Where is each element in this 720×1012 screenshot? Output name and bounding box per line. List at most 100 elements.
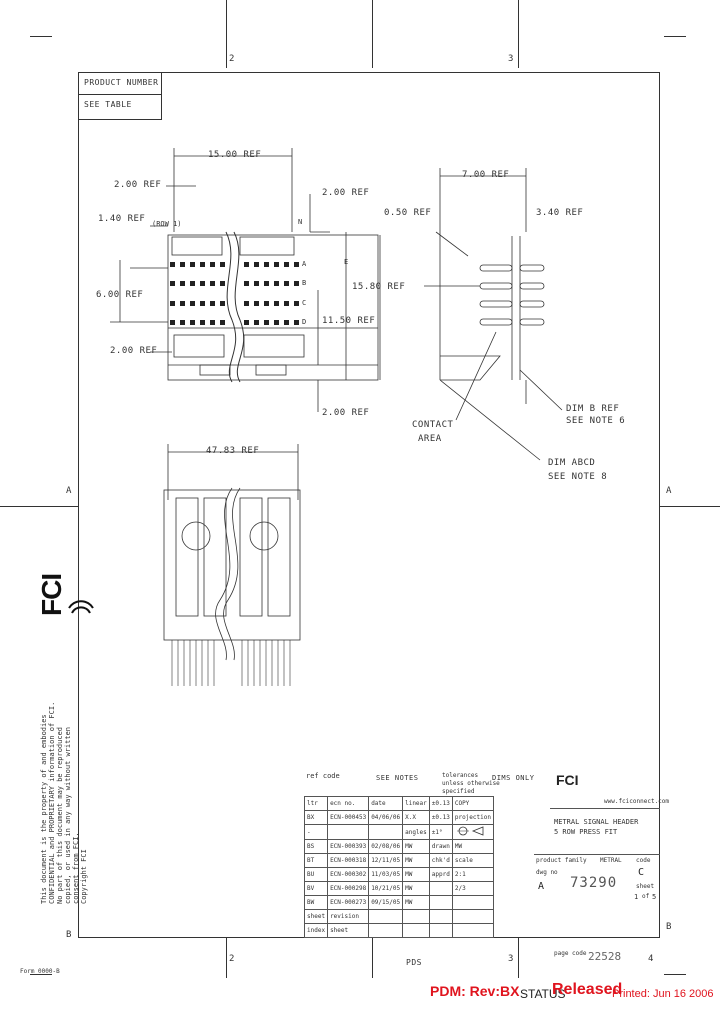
rev-ecn: ECN-000318 — [327, 853, 370, 868]
dim-text: 6.00 REF — [96, 290, 144, 300]
note-text: DIM ABCD — [548, 458, 596, 468]
grid-tick — [226, 938, 227, 978]
product-number-value: SEE TABLE — [84, 100, 132, 109]
grid-tick — [226, 0, 227, 68]
empty-cell — [451, 909, 494, 924]
grid-label-col-3: 3 — [508, 54, 514, 64]
note-text: DIM B REF — [566, 404, 620, 414]
rev-ltr: - — [303, 824, 329, 840]
dim-text: 2.00 REF — [322, 188, 370, 198]
rev-date: 09/15/05 — [368, 895, 404, 910]
pds-label: PDS — [406, 958, 422, 967]
product-family-value: METRAL — [600, 857, 622, 864]
empty-cell — [368, 909, 404, 924]
empty-cell — [428, 881, 453, 896]
rev-ecn: ECN-000302 — [327, 867, 370, 882]
drawing-border — [78, 72, 660, 938]
pin-label: D — [302, 318, 307, 326]
dim-text: 7.00 REF — [462, 170, 510, 180]
rev-ecn: ECN-000273 — [327, 895, 370, 910]
scale-label: scale — [451, 853, 494, 868]
rev-ltr: BV — [303, 881, 329, 896]
sheet-index-label: sheet — [327, 923, 370, 938]
grid-label-col-2-bottom: 2 — [229, 954, 235, 964]
revision-table: ltr ecn no. date linear ±0.13 COPY BX EC… — [303, 796, 494, 938]
sheet-row-label: sheet — [303, 909, 329, 924]
empty-cell — [451, 923, 494, 938]
dim-text: 0.50 REF — [384, 208, 432, 218]
rev-drawn: MW — [402, 895, 430, 910]
note-text: SEE NOTE 6 — [566, 416, 626, 426]
dim-text: 2.00 REF — [110, 346, 158, 356]
notice-line: This document is the property of and emb… — [40, 714, 48, 904]
company-url: www.fciconnect.com — [604, 798, 670, 805]
col-header: date — [368, 796, 404, 811]
page-code-value: 22528 — [588, 950, 622, 963]
index-label: index — [303, 923, 329, 938]
product-number-box: PRODUCT NUMBER SEE TABLE — [78, 72, 162, 120]
grid-tick — [660, 506, 720, 507]
dim-text: 2.00 REF — [114, 180, 162, 190]
rev-ltr: BU — [303, 867, 329, 882]
form-code: Form 0000-B — [20, 968, 60, 975]
col-header: drawn — [428, 839, 453, 854]
fci-logo-text: FCI — [36, 573, 67, 616]
corner-mark — [30, 36, 52, 37]
fci-logo: FCI — [36, 546, 94, 616]
copy-label: COPY — [451, 796, 494, 811]
rev-drawn: MW — [402, 853, 430, 868]
rev-date: 02/08/06 — [368, 839, 404, 854]
note-text: AREA — [418, 434, 442, 444]
note-text: SEE NOTE 8 — [548, 472, 608, 482]
product-number-label: PRODUCT NUMBER — [84, 78, 159, 87]
drawing-number: 73290 — [570, 875, 618, 891]
grid-label-col-2: 2 — [229, 54, 235, 64]
linear-value: ±0.13 — [428, 796, 453, 811]
rev-ecn — [327, 824, 370, 840]
product-family-label: product family — [536, 857, 587, 864]
technical-drawing — [110, 148, 563, 686]
rev-ltr: BT — [303, 853, 329, 868]
code-label: code — [636, 857, 651, 864]
pin-label: E — [344, 258, 349, 266]
drawn-by: MW — [451, 839, 494, 854]
col-header: ltr — [303, 796, 329, 811]
rev-date: 04/06/06 — [368, 810, 404, 825]
rev-ltr: BS — [303, 839, 329, 854]
grid-label-row-a: A — [66, 486, 72, 496]
rev-ltr: BX — [303, 810, 329, 825]
status-value: Released — [552, 981, 623, 998]
pin-label: B — [302, 279, 307, 287]
grid-label-col-4-bottom: 4 — [648, 954, 654, 964]
linear-label: linear — [402, 796, 430, 811]
rev-date: 12/11/05 — [368, 853, 404, 868]
title-line-2: 5 ROW PRESS FIT — [554, 828, 618, 836]
dwg-no-label: dwg no — [536, 869, 558, 876]
scale-value: 2:1 — [451, 867, 494, 882]
projection-symbol — [451, 824, 494, 840]
angles-label: angles — [402, 824, 430, 840]
xx-value: ±0.13 — [428, 810, 453, 825]
rev-drawn: MW — [402, 839, 430, 854]
projection-label: projection — [451, 810, 494, 825]
dim-text: 15.00 REF — [208, 150, 262, 160]
grid-label-col-3-bottom: 3 — [508, 954, 514, 964]
corner-mark — [664, 974, 686, 975]
corner-mark — [664, 36, 686, 37]
rev-ecn: ECN-000453 — [327, 810, 370, 825]
col-label: N — [298, 218, 303, 226]
grid-label-row-b-right: B — [666, 922, 672, 932]
notice-line: copied, or used in any way without writt… — [64, 726, 72, 904]
status-bar: PDM: Rev:BX STATUS Released Printed: Jun… — [0, 980, 720, 1012]
rev-date: 10/21/05 — [368, 881, 404, 896]
grid-tick — [518, 938, 519, 978]
printed-date: Printed: Jun 16 2006 — [612, 988, 714, 1000]
dim-text: 15.80 REF — [352, 282, 406, 292]
dim-text: 11.50 REF — [322, 316, 376, 326]
sheet-value: 1 — [634, 893, 639, 901]
grid-label-row-a-right: A — [666, 486, 672, 496]
empty-cell — [402, 923, 430, 938]
notice-line: Copyright FCI — [80, 849, 88, 904]
empty-cell — [428, 895, 453, 910]
